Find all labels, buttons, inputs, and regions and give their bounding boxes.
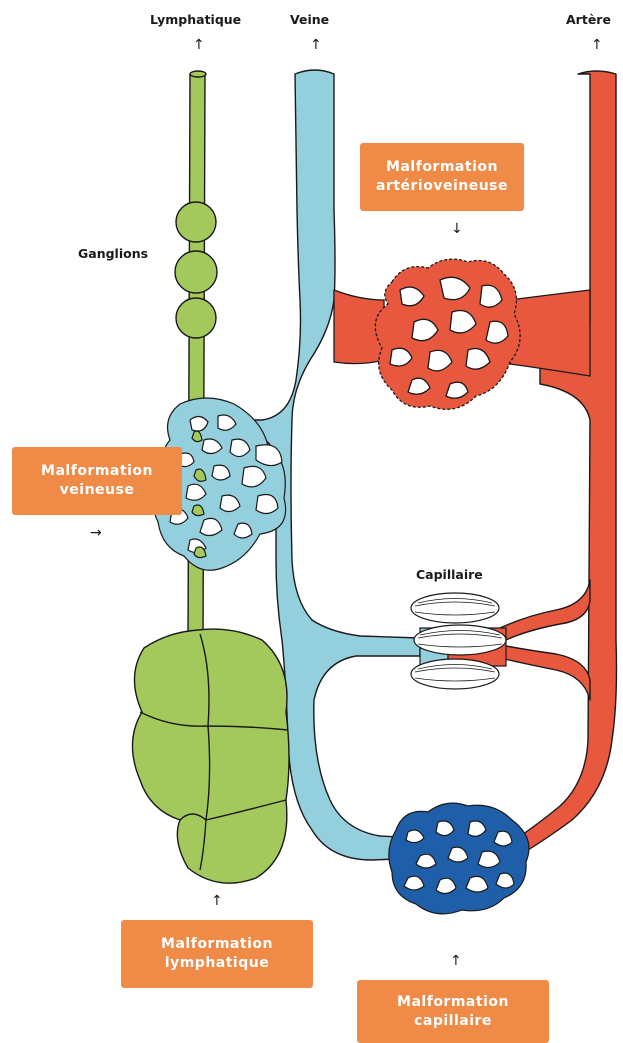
callout-veineuse-line2: veineuse [60, 481, 135, 500]
lymph-node-1 [176, 202, 216, 242]
lymph-node-3 [176, 298, 216, 338]
callout-capillaire-line2: capillaire [414, 1012, 492, 1031]
arrow-up-lymphatique-callout: ↑ [211, 894, 223, 908]
arrow-down-av: ↓ [451, 222, 463, 236]
callout-av-line1: Malformation [386, 158, 498, 177]
arrow-up-capillaire-callout: ↑ [450, 954, 462, 968]
callout-lymphatique-line2: lymphatique [165, 954, 269, 973]
callout-arteriovenous-malformation: Malformation artérioveineuse [360, 143, 524, 211]
arrow-up-lymphatique: ↑ [193, 38, 205, 52]
callout-lymphatique-line1: Malformation [161, 935, 273, 954]
label-capillaire: Capillaire [416, 567, 483, 582]
label-lymphatique: Lymphatique [150, 12, 241, 27]
capillary [411, 593, 506, 689]
arrow-up-artere: ↑ [591, 38, 603, 52]
label-veine: Veine [290, 12, 329, 27]
callout-av-line2: artérioveineuse [376, 177, 508, 196]
label-ganglions: Ganglions [78, 246, 148, 261]
callout-capillary-malformation: Malformation capillaire [357, 980, 549, 1043]
label-artere: Artère [566, 12, 611, 27]
arrow-up-veine: ↑ [310, 38, 322, 52]
callout-venous-malformation: Malformation veineuse [12, 447, 182, 515]
arrow-right-veineuse: → [90, 526, 102, 540]
callout-capillaire-line1: Malformation [397, 993, 509, 1012]
lymphatic-malformation-cluster [132, 629, 289, 883]
lymph-node-2 [175, 251, 217, 293]
capillary-malformation [389, 803, 529, 914]
callout-lymphatic-malformation: Malformation lymphatique [121, 920, 313, 988]
callout-veineuse-line1: Malformation [41, 462, 153, 481]
